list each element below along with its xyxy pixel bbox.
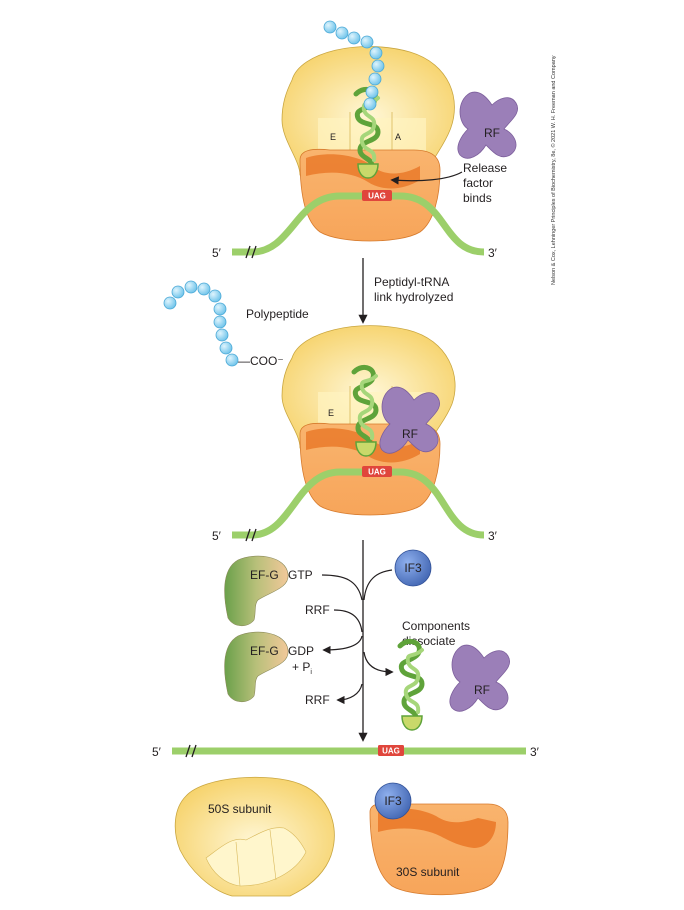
polypeptide-chain-1	[323, 20, 385, 111]
stop-codon-box-3	[378, 745, 404, 756]
site-divider	[269, 829, 277, 881]
subunit-30s-cleft	[378, 808, 496, 848]
if3-label-1: IF3	[404, 561, 422, 575]
amino-acid-bead	[213, 302, 227, 316]
coo-label: —COO⁻	[238, 354, 284, 368]
rf-label-3: RF	[474, 683, 490, 697]
if3-protein-1	[394, 549, 432, 587]
mrna-break-mark	[245, 528, 257, 542]
ef-g-label-2: EF-G	[250, 644, 279, 658]
subunit-50s-interface	[205, 827, 307, 887]
gdp-label: GDP	[288, 644, 314, 658]
released-polypeptide	[163, 280, 239, 367]
free-release-factor	[449, 644, 511, 712]
polypeptide-label: Polypeptide	[246, 307, 309, 321]
release-factor-binds-label: Release factor binds	[463, 161, 510, 205]
ef-g-label-1: EF-G	[250, 568, 279, 582]
stop-codon-box-1	[362, 190, 392, 201]
mrna-break-mark	[245, 245, 257, 259]
mrna-break-mark	[185, 744, 197, 758]
rrf-out-arrow	[336, 683, 363, 705]
amino-acid-bead	[365, 85, 379, 99]
if3-arrow	[363, 569, 393, 601]
site-a-label-1: A	[395, 132, 401, 142]
site-divider	[235, 841, 241, 887]
stop-codon-label-3: UAG	[382, 747, 400, 756]
ef-g-gdp: EF-G GDP + Pi	[224, 631, 314, 703]
gtp-label: GTP	[288, 568, 313, 582]
five-prime-label-1: 5′	[212, 246, 222, 260]
rf-label-1: RF	[484, 126, 500, 140]
site-e-label-1: E	[330, 132, 336, 142]
amino-acid-bead	[197, 282, 211, 296]
stop-codon-label-2: UAG	[368, 468, 386, 477]
gdp-arrow	[322, 635, 363, 655]
ef-g-protein-2	[224, 631, 289, 703]
five-prime-label-3: 5′	[152, 745, 162, 759]
amino-acid-bead	[213, 315, 227, 329]
gtp-arrow	[321, 574, 363, 601]
five-prime-label-2: 5′	[212, 529, 222, 543]
amino-acid-bead	[225, 353, 239, 367]
amino-acid-bead	[347, 31, 361, 45]
ef-g-protein-1	[224, 555, 289, 627]
rrf-label-in: RRF	[305, 603, 330, 617]
stop-codon-label-1: UAG	[368, 192, 386, 201]
amino-acid-bead	[363, 97, 377, 111]
amino-acid-bead	[335, 26, 349, 40]
amino-acid-bead	[371, 59, 385, 73]
pi-label: + Pi	[292, 660, 312, 676]
rrf-label-out: RRF	[305, 693, 330, 707]
amino-acid-bead	[208, 289, 222, 303]
three-prime-label-1: 3′	[488, 246, 498, 260]
subunit-50s-label: 50S subunit	[208, 802, 272, 816]
amino-acid-bead	[360, 35, 374, 49]
three-prime-label-2: 3′	[488, 529, 498, 543]
amino-acid-bead	[215, 328, 229, 342]
site-e-label-2: E	[328, 408, 334, 418]
step1-label: Peptidyl-tRNA link hydrolyzed	[374, 275, 453, 304]
if3-label-2: IF3	[384, 794, 402, 808]
ef-g-gtp: EF-G GTP	[224, 555, 313, 627]
amino-acid-bead	[369, 46, 383, 60]
free-trna	[400, 641, 422, 730]
amino-acid-bead	[323, 20, 337, 34]
amino-acid-bead	[368, 72, 382, 86]
amino-acid-bead	[184, 280, 198, 294]
amino-acid-bead	[219, 341, 233, 355]
amino-acid-bead	[171, 285, 185, 299]
if3-protein-2	[374, 782, 412, 820]
rf-binding-arrow	[390, 171, 463, 185]
mrna-2	[232, 468, 485, 539]
three-prime-label-3: 3′	[530, 745, 540, 759]
ribosome-stage-1: UAG 5′ 3′ E A RF Release factor	[212, 20, 519, 260]
stop-codon-box-2	[362, 466, 392, 477]
amino-acid-bead	[163, 296, 177, 310]
rrf-in-arrow	[333, 609, 363, 633]
ribosome-stage-2: UAG 5′ 3′ E RF	[212, 325, 498, 543]
dissociate-arrow	[363, 651, 394, 677]
credit-text: Nelson & Cox, Lehninger Principles of Bi…	[550, 55, 557, 285]
subunit-30s-label: 30S subunit	[396, 865, 460, 879]
rf-label-2: RF	[402, 427, 418, 441]
